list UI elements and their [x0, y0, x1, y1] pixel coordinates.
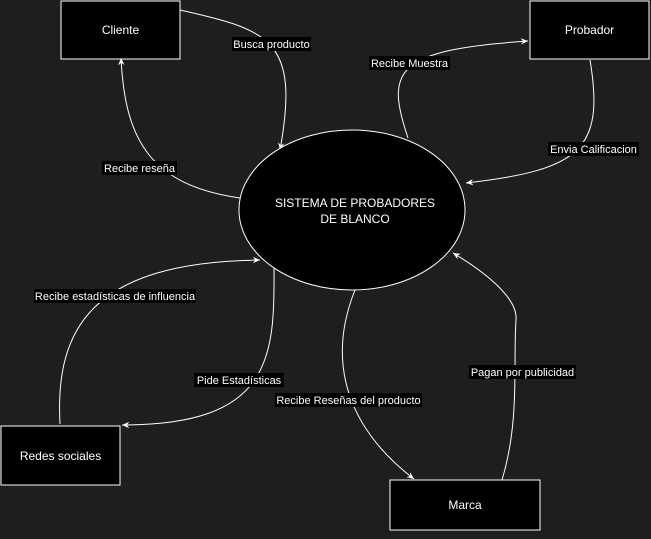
svg-text:Pagan por publicidad: Pagan por publicidad — [471, 367, 574, 379]
node-redes-sociales[interactable]: Redes sociales — [0, 425, 121, 486]
edge-label-recibe-estadisticas: Recibe estadísticas de influencia — [34, 289, 196, 303]
edge-label-recibe-resena: Recibe reseña — [102, 161, 177, 175]
edge-envia-calificacion — [465, 59, 595, 186]
node-sistema-label-line2: DE BLANCO — [320, 212, 389, 226]
edge-pagan-publicidad — [452, 252, 517, 481]
node-marca-label: Marca — [448, 498, 482, 512]
node-probador[interactable]: Probador — [529, 0, 650, 60]
svg-text:Pide Estadísticas: Pide Estadísticas — [197, 375, 282, 387]
edge-recibe-estadisticas — [59, 256, 261, 425]
edge-recibe-muestra — [397, 38, 529, 139]
node-sistema[interactable]: SISTEMA DE PROBADORES DE BLANCO — [238, 129, 466, 291]
edge-recibe-resena — [118, 57, 241, 199]
node-redes-label: Redes sociales — [20, 449, 101, 463]
svg-text:Recibe reseña: Recibe reseña — [104, 163, 176, 175]
edge-label-recibe-resenas-producto: Recibe Reseñas del producto — [275, 393, 422, 407]
node-sistema-label-line1: SISTEMA DE PROBADORES — [275, 196, 435, 210]
node-cliente[interactable]: Cliente — [60, 0, 181, 60]
edge-label-pagan-publicidad: Pagan por publicidad — [469, 365, 576, 379]
node-marca[interactable]: Marca — [389, 479, 541, 531]
svg-text:Envia Calificacion: Envia Calificacion — [550, 144, 637, 156]
node-probador-label: Probador — [565, 23, 614, 37]
edge-label-busca-producto: Busca producto — [232, 37, 311, 51]
edge-label-envia-calificacion: Envia Calificacion — [548, 142, 639, 156]
svg-text:Recibe estadísticas de influen: Recibe estadísticas de influencia — [35, 291, 196, 303]
edge-recibe-resenas-producto — [342, 289, 415, 480]
svg-text:Recibe Muestra: Recibe Muestra — [371, 58, 449, 70]
node-cliente-label: Cliente — [102, 23, 140, 37]
svg-text:Recibe Reseñas del producto: Recibe Reseñas del producto — [276, 395, 420, 407]
edge-busca-producto — [179, 9, 287, 151]
edge-label-pide-estadisticas: Pide Estadísticas — [194, 373, 284, 387]
svg-text:Busca producto: Busca producto — [233, 39, 309, 51]
edge-label-recibe-muestra: Recibe Muestra — [369, 56, 450, 70]
